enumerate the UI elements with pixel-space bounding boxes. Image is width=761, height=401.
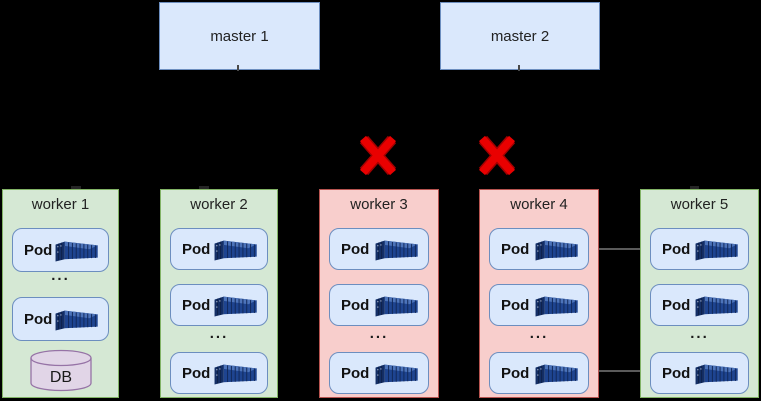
- pod-connector-line: [585, 248, 641, 250]
- pod-label: Pod: [341, 296, 370, 314]
- worker-5-label: worker 5: [670, 196, 729, 213]
- pod-node: Pod: [489, 284, 589, 326]
- red-x-icon: [359, 135, 397, 176]
- shipping-container-icon: [374, 235, 420, 263]
- shipping-container-icon: [694, 359, 740, 387]
- pod-connector-line: [585, 370, 641, 372]
- ellipsis-more-pods: ...: [51, 267, 70, 284]
- shipping-container-icon: [213, 235, 259, 263]
- pod-label: Pod: [341, 364, 370, 382]
- pod-label: Pod: [662, 296, 691, 314]
- shipping-container-icon: [534, 291, 580, 319]
- shipping-container-icon: [694, 291, 740, 319]
- pod-node: Pod: [650, 284, 749, 326]
- connector-stub: [237, 65, 239, 71]
- ellipsis-more-pods: ...: [690, 325, 709, 342]
- worker-1-node: worker 1 Pod ... Pod DB: [2, 189, 119, 398]
- worker-2-label: worker 2: [190, 196, 248, 213]
- worker-4-node: worker 4 Pod Pod ... Pod: [479, 189, 599, 398]
- connector-stub: [518, 65, 520, 71]
- pod-node: Pod: [12, 228, 109, 272]
- shipping-container-icon: [534, 359, 580, 387]
- pod-label: Pod: [501, 240, 530, 258]
- worker-1-label: worker 1: [31, 196, 90, 213]
- shipping-container-icon: [213, 291, 259, 319]
- worker-2-node: worker 2 Pod Pod ... Pod: [160, 189, 278, 398]
- pod-label: Pod: [182, 364, 211, 382]
- shipping-container-icon: [54, 305, 100, 333]
- shipping-container-icon: [374, 291, 420, 319]
- worker-3-node: worker 3 Pod Pod ... Pod: [319, 189, 439, 398]
- pod-node: Pod: [170, 228, 268, 270]
- pod-label: Pod: [341, 240, 370, 258]
- shipping-container-icon: [54, 236, 100, 264]
- master-1-label: master 1: [210, 27, 269, 45]
- arrowhead-tip: [199, 186, 209, 190]
- arrowhead-tip: [690, 186, 699, 190]
- pod-node: Pod: [650, 228, 749, 270]
- pod-label: Pod: [182, 240, 211, 258]
- pod-label: Pod: [501, 364, 530, 382]
- ellipsis-more-pods: ...: [529, 325, 549, 342]
- shipping-container-icon: [534, 235, 580, 263]
- master-1-node: master 1: [159, 2, 320, 70]
- master-2-node: master 2: [440, 2, 600, 70]
- pod-node: Pod: [12, 297, 109, 341]
- arrowhead-tip: [71, 186, 81, 190]
- pod-node: Pod: [329, 228, 429, 270]
- worker-5-node: worker 5 Pod Pod ... Pod: [640, 189, 759, 398]
- pod-label: Pod: [662, 364, 691, 382]
- pod-label: Pod: [662, 240, 691, 258]
- pod-node: Pod: [650, 352, 749, 394]
- red-x-icon: [478, 135, 516, 176]
- pod-label: Pod: [182, 296, 211, 314]
- pod-node: Pod: [329, 284, 429, 326]
- database-node: DB: [29, 349, 93, 392]
- ellipsis-more-pods: ...: [209, 325, 229, 342]
- pod-label: Pod: [24, 310, 53, 328]
- master-2-label: master 2: [490, 27, 550, 45]
- ellipsis-more-pods: ...: [369, 325, 389, 342]
- pod-label: Pod: [24, 241, 53, 259]
- worker-4-label: worker 4: [510, 196, 568, 213]
- pod-node: Pod: [489, 352, 589, 394]
- shipping-container-icon: [213, 359, 259, 387]
- pod-node: Pod: [329, 352, 429, 394]
- worker-3-label: worker 3: [350, 196, 408, 213]
- shipping-container-icon: [374, 359, 420, 387]
- pod-node: Pod: [170, 352, 268, 394]
- db-label: DB: [49, 369, 71, 386]
- pod-node: Pod: [170, 284, 268, 326]
- shipping-container-icon: [694, 235, 740, 263]
- pod-node: Pod: [489, 228, 589, 270]
- pod-label: Pod: [501, 296, 530, 314]
- database-cylinder-icon: DB: [29, 349, 92, 392]
